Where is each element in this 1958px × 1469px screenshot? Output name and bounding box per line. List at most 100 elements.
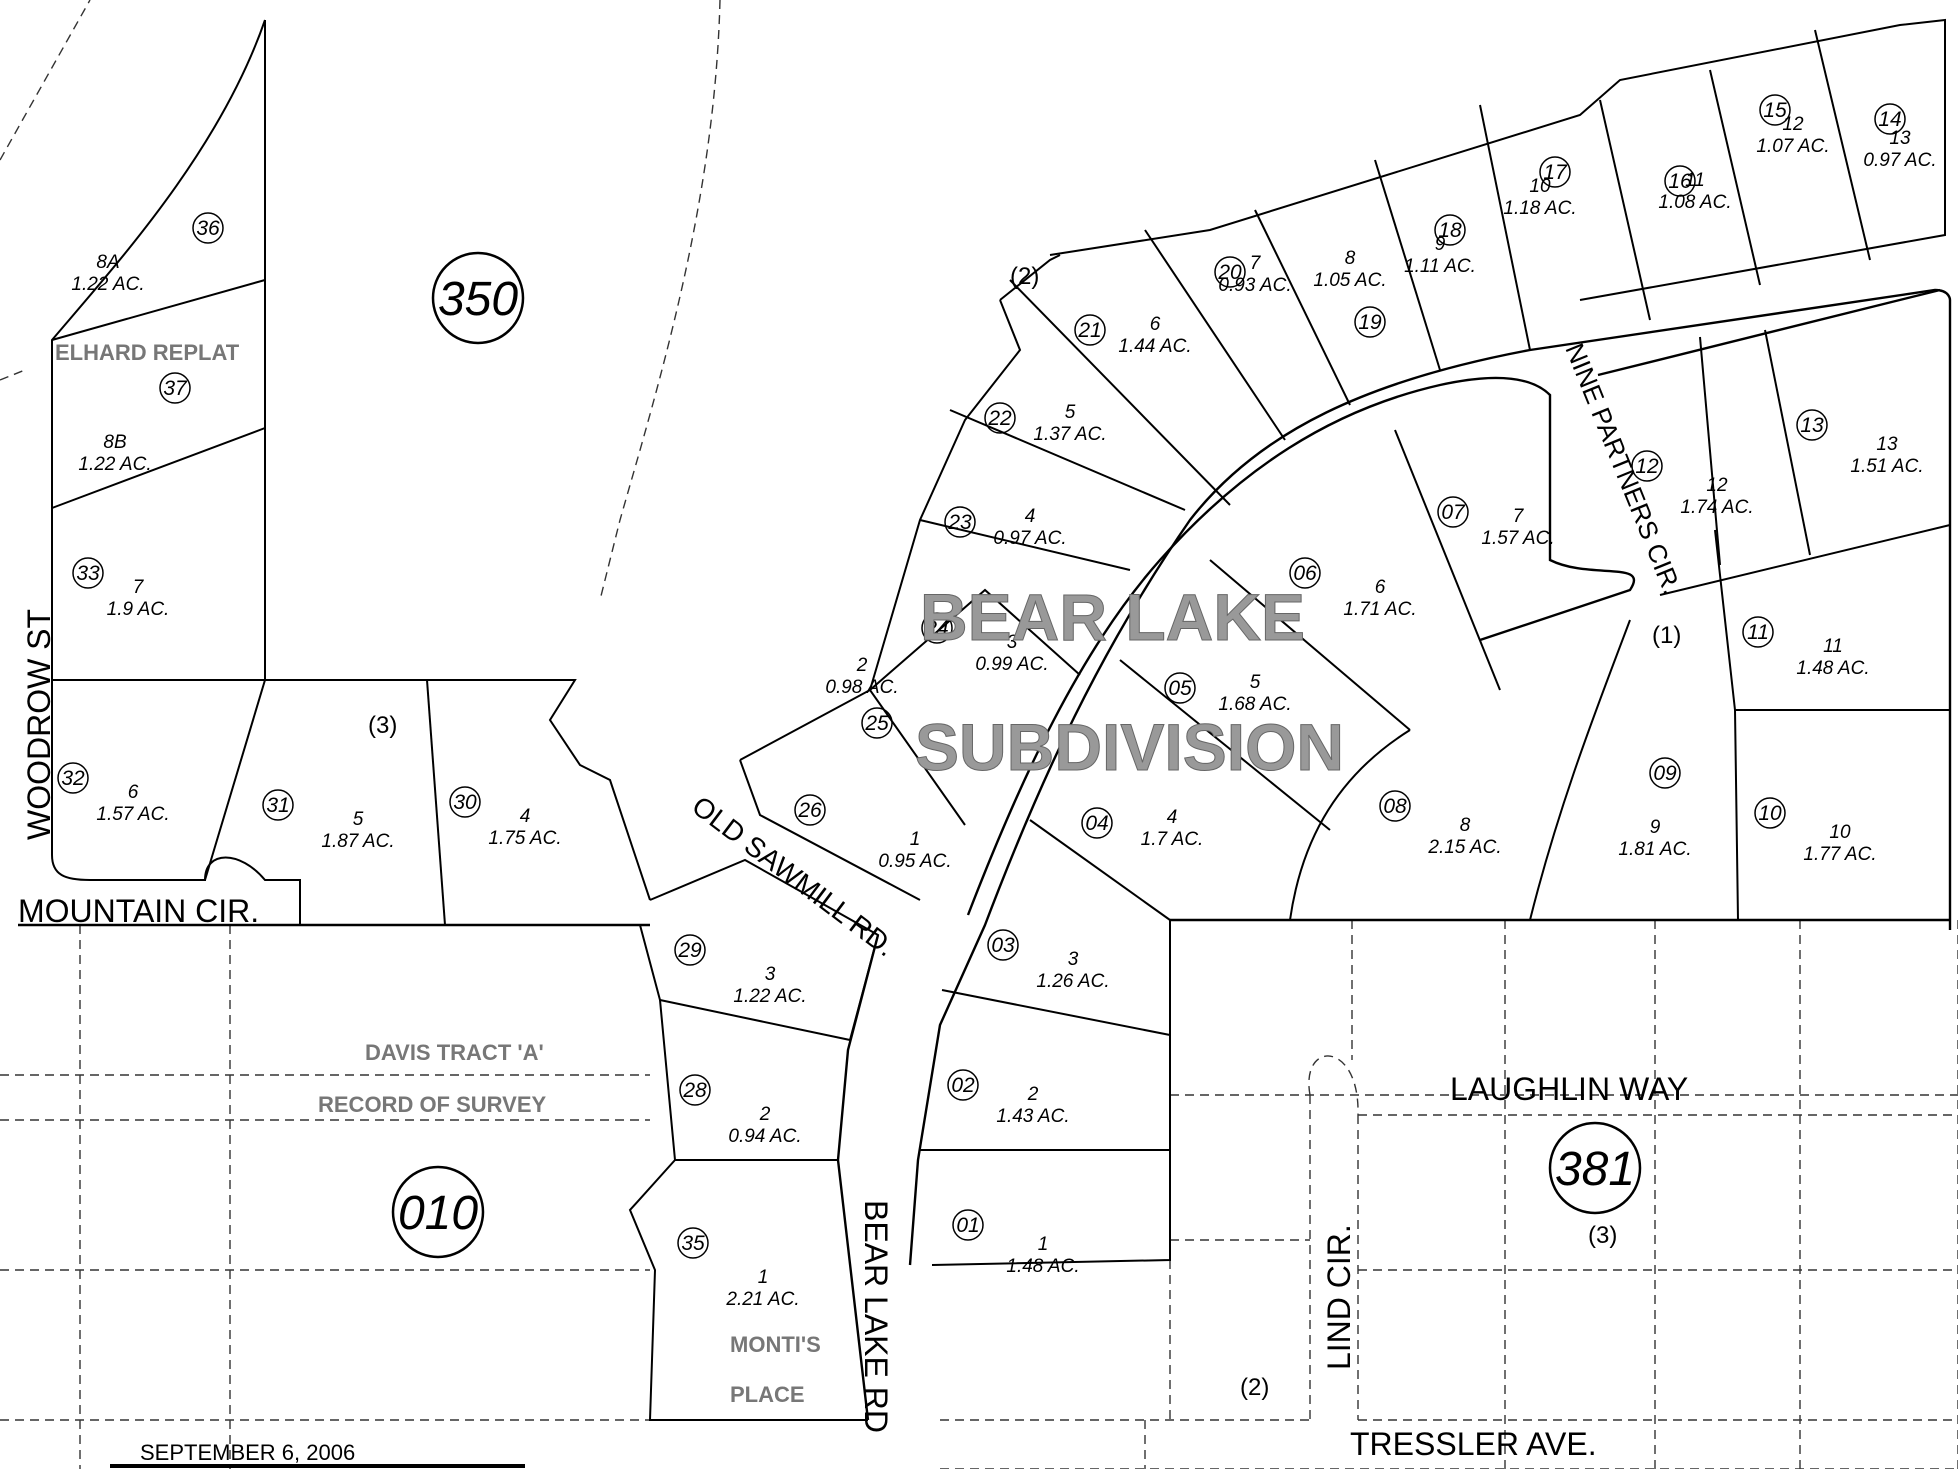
lot-number: 6: [128, 782, 139, 803]
parcel-id: 36: [196, 217, 220, 240]
lot-number: 4: [1025, 506, 1036, 527]
parcel-id: 25: [864, 712, 889, 735]
lot-number: 4: [1167, 807, 1178, 828]
lot-acreage: 1.57 AC.: [96, 804, 169, 825]
lot-acreage: 0.97 AC.: [1863, 150, 1936, 171]
note-2-south: (2): [1240, 1374, 1269, 1401]
lot-acreage: 1.22 AC.: [71, 274, 144, 295]
parcel-id: 14: [1878, 108, 1901, 131]
subdivision-name-line2: SUBDIVISION: [915, 710, 1344, 784]
lot-number: 1: [910, 829, 921, 850]
lot-acreage: 1.81 AC.: [1618, 839, 1691, 860]
tract-monti-1: MONTI'S: [730, 1332, 821, 1357]
lot-29[interactable]: 29 31.22 AC.: [674, 934, 807, 1007]
lot-acreage: 1.44 AC.: [1118, 336, 1191, 357]
parcel-circle: [952, 1209, 984, 1241]
parcel-id: 19: [1358, 311, 1382, 334]
parcel-id: 20: [1217, 261, 1242, 284]
lot-number: 9: [1435, 234, 1446, 255]
parcel-id: 29: [677, 939, 702, 962]
parcel-id: 32: [61, 767, 85, 790]
big-parcel-010[interactable]: 010: [391, 1165, 485, 1259]
street-old-sawmill: OLD SAWMILL RD.: [686, 790, 901, 962]
lot-acreage: 0.93 AC.: [1218, 275, 1291, 296]
lot-acreage: 1.05 AC.: [1313, 270, 1386, 291]
lot-33[interactable]: 33 71.9 AC.: [72, 557, 170, 620]
lot-acreage: 1.9 AC.: [107, 599, 170, 620]
street-laughlin: LAUGHLIN WAY: [1450, 1071, 1688, 1107]
lot-number: 13: [1876, 434, 1898, 455]
lot-number: 3: [765, 964, 776, 985]
lot-32[interactable]: 32 61.57 AC.: [57, 762, 170, 825]
lot-acreage: 1.57 AC.: [1481, 528, 1554, 549]
tract-davis-1: DAVIS TRACT 'A': [365, 1040, 544, 1065]
lot-number: 4: [520, 806, 531, 827]
parcel-circle: [861, 707, 893, 739]
parcel-id: 31: [266, 794, 289, 817]
parcel-id: 16: [1668, 170, 1692, 193]
parcel-id: 33: [76, 562, 100, 585]
parcel-number: 010: [398, 1187, 478, 1240]
parcel-circle: [1664, 165, 1696, 197]
parcel-circle: [944, 506, 976, 538]
note-1: (1): [1652, 622, 1681, 649]
big-parcel-350[interactable]: 350: [431, 251, 525, 345]
parcel-id: 37: [163, 377, 188, 400]
lot-acreage: 0.99 AC.: [975, 654, 1048, 675]
parcel-circle: [1379, 790, 1411, 822]
parcel-circle: [794, 794, 826, 826]
lot-acreage: 1.75 AC.: [488, 828, 561, 849]
parcel-circle: [1649, 757, 1681, 789]
lot-number: 8: [1345, 248, 1356, 269]
parcel-circle: [1074, 314, 1106, 346]
lot-number: 7: [133, 577, 145, 598]
parcel-circle: [1354, 306, 1386, 338]
parcel-id: 04: [1085, 812, 1108, 835]
big-parcel-381[interactable]: 381: [1548, 1121, 1642, 1215]
note-3-west: (3): [368, 712, 397, 739]
parcel-circle: [1539, 156, 1571, 188]
tract-davis-2: RECORD OF SURVEY: [318, 1092, 547, 1117]
parcel-id: 02: [951, 1074, 975, 1097]
lot-number: 5: [1250, 672, 1261, 693]
parcel-id: 24: [924, 617, 948, 640]
lot-19[interactable]: 19 81.05 AC.: [1313, 248, 1387, 338]
parcel-circle: [1214, 256, 1246, 288]
parcel-circle: [674, 934, 706, 966]
lot-acreage: 1.22 AC.: [733, 986, 806, 1007]
street-woodrow: WOODROW ST: [21, 609, 57, 840]
lot-number: 5: [1065, 402, 1076, 423]
